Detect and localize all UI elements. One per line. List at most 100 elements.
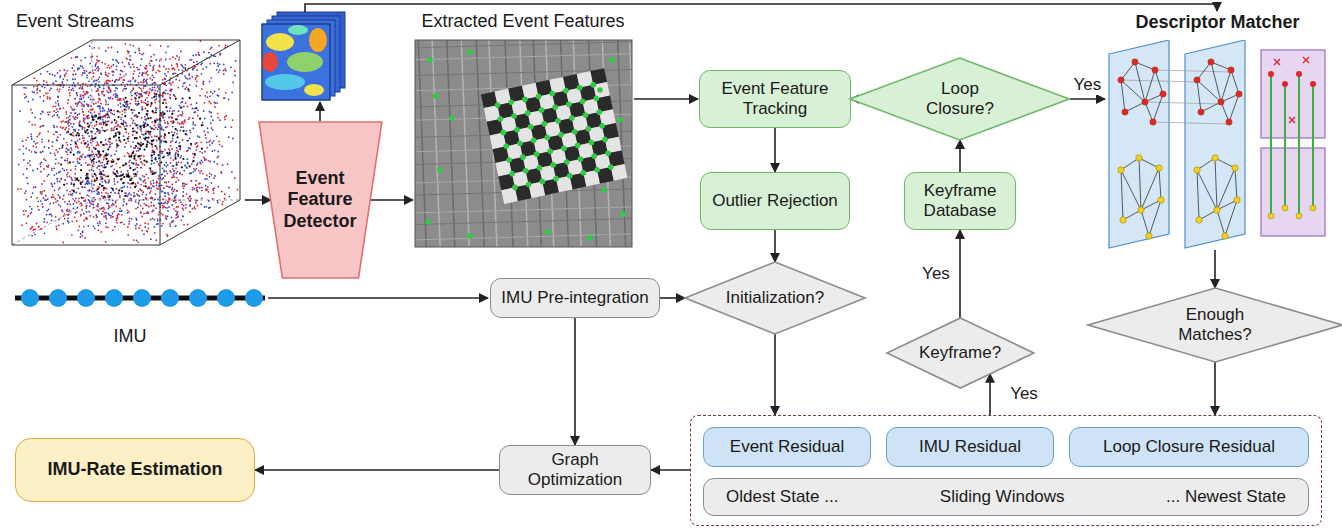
texture-line bbox=[415, 234, 632, 240]
shape-fill bbox=[259, 122, 382, 278]
imu-sample bbox=[161, 289, 179, 307]
cube-edge bbox=[12, 85, 160, 86]
shape-fill bbox=[1088, 288, 1342, 362]
feature-point bbox=[512, 184, 519, 191]
node-text: Sliding Windows bbox=[940, 487, 1065, 507]
node-text: Initialization? bbox=[726, 288, 824, 308]
feature-point bbox=[506, 157, 513, 164]
graph-edge bbox=[1235, 168, 1237, 200]
connector bbox=[651, 469, 690, 471]
graph-edge bbox=[1231, 70, 1239, 94]
decision-diamond: Initialization? bbox=[685, 262, 865, 334]
feature-point bbox=[549, 90, 556, 97]
event-stream-cube bbox=[12, 40, 240, 245]
event-dots bbox=[60, 88, 203, 199]
feature-point bbox=[433, 93, 439, 99]
cube-edge bbox=[160, 40, 240, 85]
cube-edge bbox=[12, 85, 13, 245]
graph-edge bbox=[1197, 80, 1201, 112]
feature-map-stack bbox=[262, 12, 345, 100]
match-line bbox=[1145, 102, 1221, 104]
feature-point bbox=[580, 169, 587, 176]
residual-box: IMU Residual bbox=[886, 427, 1054, 467]
match-line bbox=[1155, 70, 1231, 72]
feature-point bbox=[582, 112, 589, 119]
cube-edge bbox=[92, 40, 240, 41]
graph-node bbox=[1118, 167, 1124, 173]
feature-point bbox=[553, 175, 560, 182]
graph-edge bbox=[1121, 80, 1125, 112]
graph-node bbox=[1136, 155, 1142, 161]
imu-stream bbox=[15, 289, 265, 307]
connector bbox=[1214, 362, 1216, 415]
caption-label: Event Streams bbox=[16, 11, 134, 32]
feature-point bbox=[585, 125, 592, 132]
feature-point bbox=[588, 139, 595, 146]
connector bbox=[959, 230, 961, 318]
feature-point bbox=[561, 145, 568, 152]
connector bbox=[774, 128, 776, 172]
imu-sample bbox=[105, 289, 123, 307]
event-dots bbox=[17, 40, 238, 243]
feature-point bbox=[547, 148, 554, 155]
feature-point bbox=[599, 123, 606, 130]
feature-point bbox=[576, 84, 583, 91]
node-text: Event Feature Detector bbox=[278, 168, 362, 232]
feature-point bbox=[522, 96, 529, 103]
matched-point bbox=[1296, 71, 1302, 77]
match-line bbox=[1284, 84, 1286, 208]
graph-edge bbox=[1229, 94, 1239, 122]
graph-edge bbox=[1159, 168, 1161, 200]
graph-edge bbox=[1121, 170, 1123, 220]
node-text: Outlier Rejection bbox=[712, 191, 838, 211]
graph-edge bbox=[1217, 168, 1235, 210]
process-box: Event Feature Tracking bbox=[699, 70, 851, 128]
feature-point bbox=[541, 121, 548, 128]
graph-edge bbox=[1121, 170, 1141, 210]
imu-sample bbox=[217, 289, 235, 307]
graph-node bbox=[1146, 233, 1152, 239]
graph-edge bbox=[1221, 70, 1231, 102]
descriptor-panel bbox=[1109, 40, 1169, 248]
flow-arrow bbox=[634, 98, 698, 100]
feature-map bbox=[262, 24, 330, 100]
feature-map-frame bbox=[262, 24, 330, 100]
decision-diamond: Keyframe? bbox=[887, 318, 1034, 388]
node-text: Enough Matches? bbox=[1172, 305, 1258, 345]
feature-point bbox=[530, 137, 537, 144]
feature-point bbox=[571, 128, 578, 135]
node-text: Oldest State ... bbox=[726, 487, 838, 507]
flow-arrow bbox=[319, 102, 321, 121]
graph-edge bbox=[1217, 210, 1225, 236]
checkerboard bbox=[481, 68, 628, 204]
feature-point bbox=[500, 129, 507, 136]
matched-point bbox=[1310, 81, 1316, 87]
matcher-illustration bbox=[1105, 40, 1330, 250]
feature-point bbox=[596, 109, 603, 116]
graph-edge bbox=[1197, 62, 1211, 80]
graph-node bbox=[1236, 91, 1242, 97]
feature-point bbox=[535, 93, 542, 100]
edge-label: Yes bbox=[1071, 75, 1103, 95]
residual-box: Loop Closure Residual bbox=[1069, 427, 1309, 467]
matched-point bbox=[1268, 71, 1274, 77]
graph-edge bbox=[1197, 80, 1221, 102]
feature-point bbox=[525, 181, 532, 188]
shape-fill bbox=[685, 262, 865, 334]
matched-point bbox=[1310, 205, 1316, 211]
feature-point bbox=[449, 115, 455, 121]
feature-point bbox=[591, 153, 598, 160]
node-text: Event Residual bbox=[730, 437, 844, 457]
cube-edge bbox=[160, 200, 240, 245]
feature-point bbox=[533, 151, 540, 158]
graph-node bbox=[1120, 217, 1126, 223]
image-frame bbox=[415, 40, 632, 247]
feature-point bbox=[552, 104, 559, 111]
connector bbox=[1214, 250, 1216, 288]
feature-point bbox=[579, 98, 586, 105]
connector bbox=[959, 140, 961, 172]
connector bbox=[774, 334, 776, 415]
feature-point bbox=[517, 140, 524, 147]
graph-edge bbox=[1153, 94, 1163, 122]
graph-node bbox=[1118, 77, 1124, 83]
